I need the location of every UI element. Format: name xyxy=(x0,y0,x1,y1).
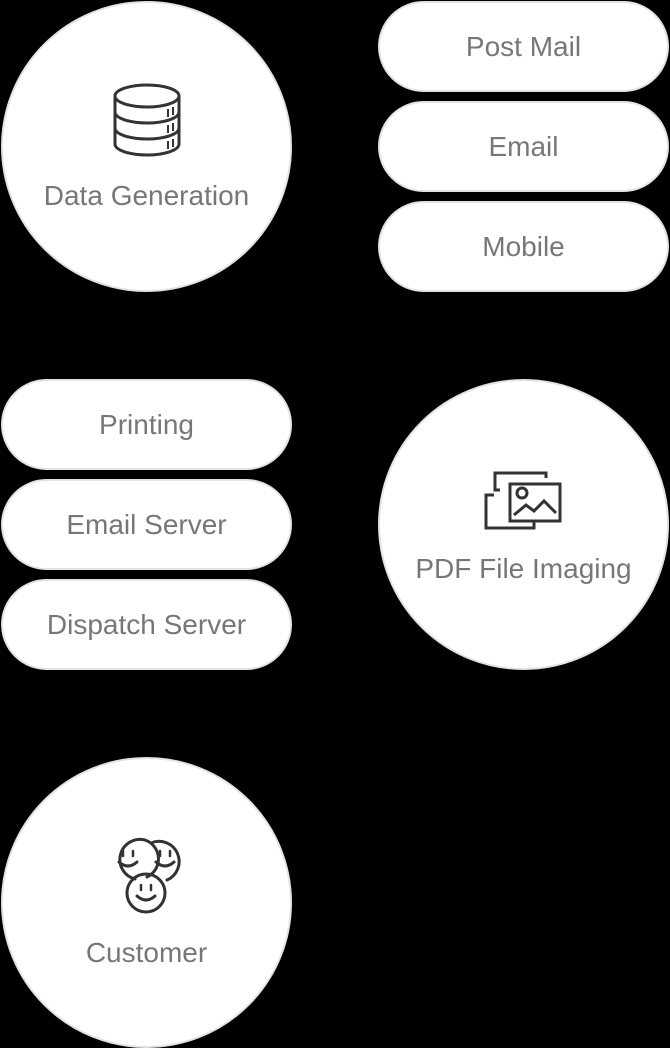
pdf-file-imaging-node: PDF File Imaging xyxy=(378,379,669,670)
mobile-label: Mobile xyxy=(482,230,565,262)
dispatch-server-node: Dispatch Server xyxy=(1,579,292,670)
images-icon xyxy=(484,465,564,531)
email-server-node: Email Server xyxy=(1,479,292,570)
printing-node: Printing xyxy=(1,379,292,470)
customer-label: Customer xyxy=(85,936,208,968)
customer-node: Customer xyxy=(1,757,292,1048)
post-mail-node: Post Mail xyxy=(378,1,669,92)
data-generation-label: Data Generation xyxy=(43,179,250,211)
mobile-node: Mobile xyxy=(378,201,669,292)
email-server-label: Email Server xyxy=(66,508,227,540)
pdf-file-imaging-label: PDF File Imaging xyxy=(415,552,632,584)
email-label: Email xyxy=(488,130,559,162)
customers-smiley-icon xyxy=(105,837,189,915)
database-icon xyxy=(112,82,182,158)
email-node: Email xyxy=(378,101,669,192)
data-generation-node: Data Generation xyxy=(1,1,292,292)
printing-label: Printing xyxy=(99,408,194,440)
dispatch-server-label: Dispatch Server xyxy=(46,608,247,640)
post-mail-label: Post Mail xyxy=(465,30,582,62)
